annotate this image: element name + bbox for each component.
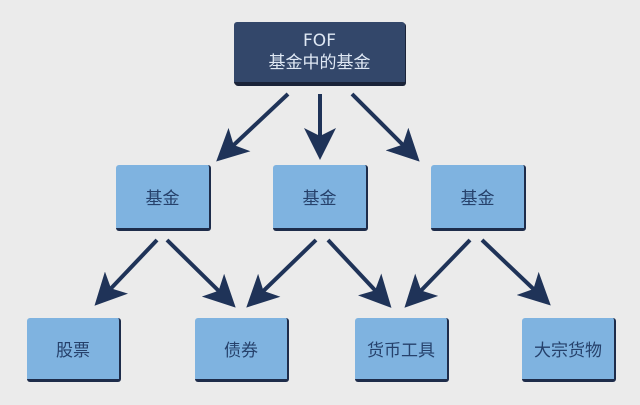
- asset-label: 股票: [56, 341, 90, 361]
- root-node-fof: FOF 基金中的基金: [234, 22, 405, 85]
- asset-label: 大宗货物: [534, 341, 602, 361]
- arrow-root-fund1: [216, 92, 290, 162]
- asset-node-stocks: 股票: [27, 318, 121, 382]
- fund-label: 基金: [145, 189, 180, 209]
- fund-node: 基金: [431, 165, 526, 231]
- asset-label: 债券: [224, 341, 258, 361]
- arrow-root-fund3: [350, 92, 420, 162]
- arrow-fund3-money: [404, 238, 472, 308]
- arrow-fund2-money: [326, 238, 392, 308]
- asset-label: 货币工具: [367, 341, 435, 361]
- arrow-fund1-stocks: [94, 238, 159, 306]
- fund-label: 基金: [302, 189, 337, 209]
- arrow-fund1-bonds: [165, 238, 236, 308]
- fund-node: 基金: [116, 165, 211, 231]
- arrow-fund3-commodities: [480, 238, 551, 306]
- arrow-fund2-bonds: [246, 238, 318, 308]
- root-title: FOF: [303, 31, 336, 51]
- asset-node-bonds: 债券: [195, 318, 289, 382]
- fund-node: 基金: [273, 165, 368, 231]
- asset-node-commodities: 大宗货物: [522, 318, 616, 382]
- asset-node-money-market: 货币工具: [355, 318, 449, 382]
- root-subtitle: 基金中的基金: [268, 53, 371, 73]
- fund-label: 基金: [460, 189, 495, 209]
